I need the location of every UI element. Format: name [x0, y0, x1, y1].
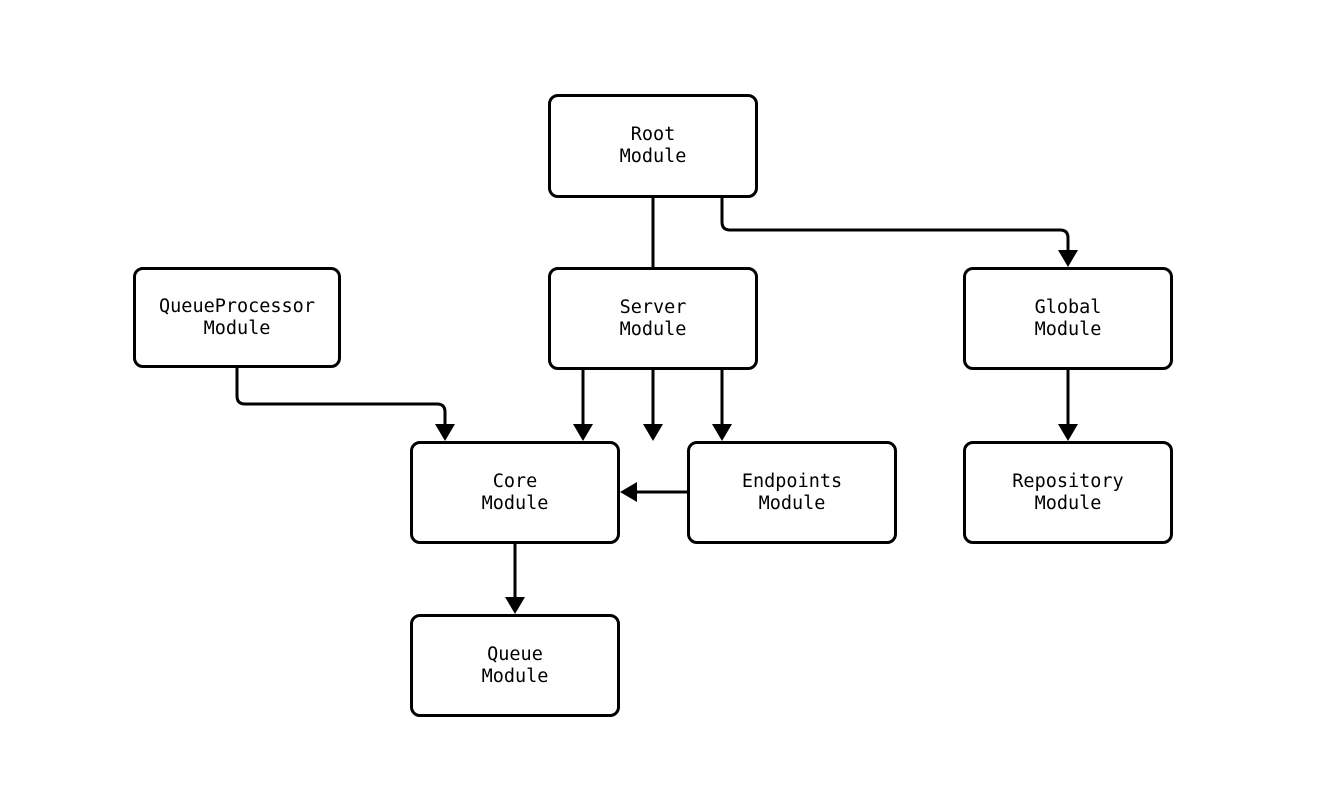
node-repository-module[interactable]: Repository Module	[963, 441, 1173, 544]
node-queueprocessor-module-line2: Module	[203, 317, 271, 339]
node-server-module-line1: Server	[619, 296, 687, 318]
node-global-module-line1: Global	[1034, 296, 1102, 318]
arrowhead-server-to-endpoints	[712, 424, 732, 441]
node-server-module[interactable]: Server Module	[548, 267, 758, 370]
arrowhead-queueprocessor-to-core	[435, 424, 455, 441]
node-root-module[interactable]: Root Module	[548, 94, 758, 198]
node-queue-module[interactable]: Queue Module	[410, 614, 620, 717]
arrowhead-endpoints-to-core	[620, 482, 637, 502]
node-core-module-line2: Module	[481, 492, 549, 514]
node-repository-module-line1: Repository	[1012, 470, 1124, 492]
node-server-module-line2: Module	[619, 318, 687, 340]
node-queue-module-line2: Module	[481, 665, 549, 687]
arrowhead-server-to-core	[573, 424, 593, 441]
node-queue-module-line1: Queue	[487, 643, 543, 665]
node-queueprocessor-module[interactable]: QueueProcessor Module	[133, 267, 341, 368]
edge-root-to-global	[720, 198, 1070, 250]
arrowhead-core-to-queue	[505, 597, 525, 614]
node-global-module-line2: Module	[1034, 318, 1102, 340]
node-core-module-line1: Core	[492, 470, 538, 492]
node-endpoints-module-line2: Module	[758, 492, 826, 514]
edge-queueprocessor-to-core	[235, 368, 447, 424]
arrowhead-global-to-repository	[1058, 424, 1078, 441]
node-core-module[interactable]: Core Module	[410, 441, 620, 544]
node-root-module-line1: Root	[630, 124, 676, 145]
arrowhead-root-to-server	[643, 424, 663, 441]
node-endpoints-module-line1: Endpoints	[741, 470, 843, 492]
node-global-module[interactable]: Global Module	[963, 267, 1173, 370]
node-endpoints-module[interactable]: Endpoints Module	[687, 441, 897, 544]
node-root-module-line2: Module	[619, 146, 687, 167]
node-repository-module-line2: Module	[1034, 492, 1102, 514]
node-queueprocessor-module-line1: QueueProcessor	[159, 295, 315, 317]
arrowhead-root-to-global	[1058, 250, 1078, 267]
